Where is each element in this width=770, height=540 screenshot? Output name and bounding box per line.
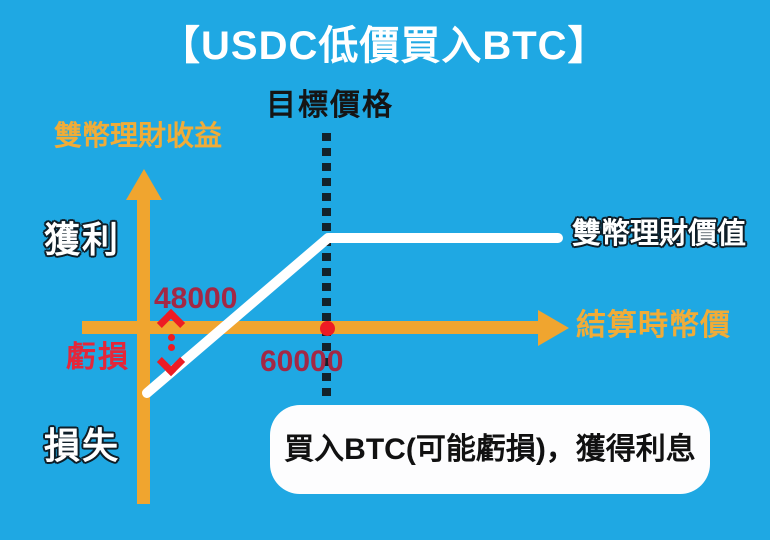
target-price-label: 目標價格 [266,89,394,122]
y-axis-line [137,196,150,504]
profit-label: 獲利 [44,219,121,260]
arrow-dot [167,334,175,341]
arrow-dot [167,344,175,351]
payoff-line-label: 雙幣理財價值 [572,218,747,250]
x-axis-line [82,321,540,334]
x-axis-arrowhead-icon [538,310,569,346]
callout-box: 買入BTC(可能虧損)，獲得利息 [270,405,710,494]
callout-text: 買入BTC(可能虧損)，獲得利息 [284,432,696,466]
target-price-dot [320,321,335,336]
chevron-up-icon [156,308,186,338]
price-60000-label: 60000 [260,345,344,378]
chart-title: 【USDC低價買入BTC】 [160,24,609,68]
y-axis-arrowhead-icon [126,169,162,200]
loss-double-arrow-icon [156,308,186,379]
chevron-down-icon [156,347,186,377]
x-axis-label: 結算時幣價 [576,309,731,342]
y-axis-label: 雙幣理財收益 [54,120,223,151]
price-48000-label: 48000 [154,282,238,315]
loss-label: 損失 [44,425,121,466]
loss-annotation: 虧損 [66,341,130,374]
